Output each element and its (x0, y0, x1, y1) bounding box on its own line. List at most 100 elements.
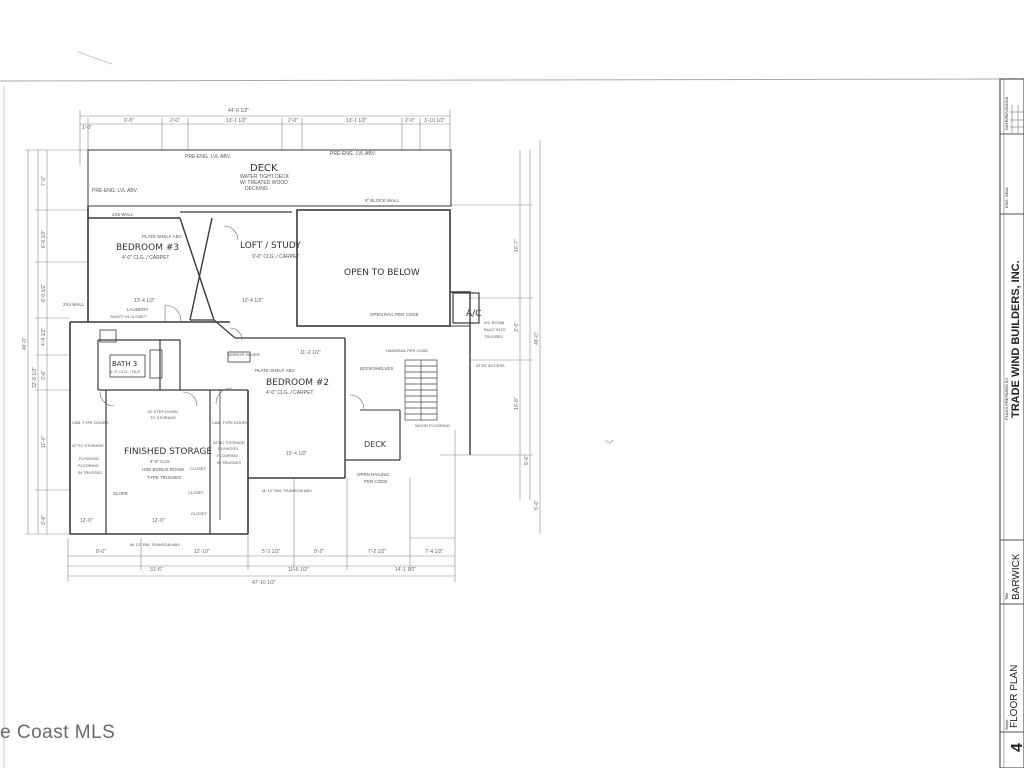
dim-top-2: 6'-5" (124, 118, 134, 124)
attic-right-2: PLYWOOD (218, 446, 238, 451)
attic-left-1: ATTIC STORAGE (72, 443, 104, 448)
dim-interior-2: 12'-4 1/2" (242, 298, 263, 304)
attic-right-3: FLOORING (217, 453, 238, 458)
dim-bottom-6: 7'-4 1/2" (425, 549, 444, 555)
laundry-label: LAUNDRY (127, 307, 148, 312)
mls-watermark: e Coast MLS (0, 722, 116, 743)
shoot-closet-label: SHOOT IN CLOSET (110, 314, 147, 319)
room-labels: DECK WATER TIGHT DECK W/ TREATED WOOD DE… (63, 151, 506, 547)
bookshelves-note: BOOKSHELVES (360, 366, 393, 371)
dim-bottom-row2-3: 14'-1 1/2" (395, 567, 416, 573)
slope-note: SLOPE (113, 491, 128, 496)
deck-label: DECK (250, 163, 278, 174)
step-down-note-2: TO STORAGE (150, 415, 176, 420)
mirror-slider-note: MIRROR SLIDER (228, 352, 260, 357)
attic-access-note: ATTIC ACCESS (476, 363, 505, 368)
wall-2x4-note: 2X4 WALL (63, 302, 85, 307)
attic-right-4: IN TRUSSES (217, 460, 241, 465)
dim-left-2: 6'-0 1/2" (41, 229, 47, 248)
ac-note-1: A/C ROOM (484, 320, 504, 325)
transom-right-note: M/ 12" EBL TRANSOM ABV. (262, 488, 313, 493)
dim-right-1: 10'-7" (514, 239, 520, 252)
deck-small-label: DECK (364, 440, 387, 449)
plans-prepared-by-label: PLANS PREPARED BY (1004, 377, 1009, 420)
dim-bottom-row2-1: 31'-6" (150, 567, 163, 573)
company-name: TRADE WIND BUILDERS, INC. (1010, 260, 1022, 418)
attic-left-2: PLYWOOD (79, 456, 99, 461)
dim-interior-3: 11'-2 1/2" (300, 350, 321, 356)
per-code-note: PER CODE (364, 479, 388, 484)
closet-label-3: CLOSET (191, 511, 208, 516)
bedroom-2-ceiling: 4'-0" CLG. / CARPET (266, 390, 313, 396)
finished-storage-ceiling: 4'-0" CLG. (150, 459, 171, 464)
dim-left-6: 11'-0" (41, 435, 47, 448)
dim-left-4: 4'-4 1/2" (41, 327, 47, 346)
dim-bottom-5: 7'-2 1/2" (368, 549, 387, 555)
walls (69, 149, 480, 535)
attic-right-1: ATTIC STORAGE (213, 440, 245, 445)
title-block: DATE/REVISIONS ENG. SEAL PLANS PREPARED … (999, 78, 1024, 768)
handrail-note: HANDRAIL PER CODE (386, 348, 428, 353)
deck-note-1: WATER TIGHT DECK (240, 174, 290, 180)
plate-shelf-2-note: PLATE SHELF ABV. (255, 368, 296, 373)
staircase (404, 359, 438, 421)
plate-shelf-note: PLATE SHELF ABV. (142, 234, 183, 239)
attic-left-3: FLOORING (78, 463, 99, 468)
dim-left-overall-1: 46'-0" (22, 337, 28, 350)
open-rail-note: OPEN RAIL PER CODE (370, 312, 419, 317)
step-down-note: 1/2 STEP DOWN (147, 409, 178, 414)
title-label: Title (1004, 592, 1009, 600)
loft-ceiling: 9'-0" CLG. / CARPET (252, 254, 299, 260)
finished-storage-note-1: USE BONUS ROOM (142, 467, 184, 472)
wood-flooring-note: WOOD FLOORING (415, 423, 450, 428)
dim-bottom-2: 12'-10" (194, 549, 210, 555)
sheet-label: Sheet (1004, 719, 1009, 730)
cab-doors-left: CAB. TYPE DOORS (72, 420, 109, 425)
closet-label-1: CLOSET (190, 466, 207, 471)
dim-overall-top: 44'-0 1/2" (228, 108, 249, 114)
ac-note-3: TRUSSES (484, 334, 503, 339)
bedroom-3-ceiling: 4'-0" CLG. / CARPET (122, 255, 169, 261)
dim-interior-1: 13'-4 1/2" (134, 298, 155, 304)
dim-bottom-overall: 47'-10 1/2" (252, 580, 276, 586)
bedroom-3-label: BEDROOM #3 (116, 243, 179, 253)
dim-top-6: 13'-1 1/2" (346, 118, 367, 124)
dim-right-2: 3'-5" (514, 322, 520, 332)
deck-note-2: W/ TREATED WOOD (240, 180, 288, 186)
eng-seal-label: ENG. SEAL (1004, 186, 1009, 208)
dim-right-overall: 46'-0" (534, 332, 540, 345)
open-railing-note: OPEN RAILING (357, 472, 390, 477)
dim-right-5: 5'-6" (534, 500, 540, 510)
open-to-below-label: OPEN TO BELOW (344, 268, 420, 278)
block-wall-note: 8" BLOCK WALL (365, 198, 399, 203)
dim-interior-6: 12'-0" (152, 518, 165, 524)
dim-left-1: 7'-0" (41, 176, 47, 186)
dim-interior-5: 12'-0" (80, 518, 93, 524)
dim-bottom-3: 5'-3 1/2" (262, 549, 281, 555)
attic-left-4: IN TRUSSES (78, 470, 102, 475)
dim-top-8: 3'-10 1/2" (424, 118, 445, 124)
loft-study-label: LOFT / STUDY (240, 241, 301, 251)
dim-top-1: 1'-0" (82, 125, 92, 131)
closet-label-2: CLOSET (188, 490, 205, 495)
pre-eng-top-1: PRE-ENG. LVL ABV. (185, 154, 231, 160)
dim-left-7: 3'-8" (41, 515, 47, 525)
dim-right-3: 10'-8" (514, 397, 520, 410)
dimension-labels: 44'-0 1/2" 1'-0" 6'-5" 2'-0" 13'-1 1/2" … (22, 108, 540, 586)
dim-left-overall-2: 32'-8 1/2" (32, 367, 38, 388)
wall-2x6-note: 2X6 WALL (112, 212, 134, 217)
dim-top-3: 2'-0" (170, 118, 180, 124)
dim-top-5: 2'-0" (288, 118, 298, 124)
transom-left-note: M/ 12" EBL TRANSOM ABV. (130, 542, 181, 547)
finished-storage-label: FINISHED STORAGE (124, 447, 212, 457)
deck-note-3: DECKING (245, 186, 268, 192)
pre-eng-left: PRE-ENG. LVL ABV. (92, 188, 138, 194)
bedroom-2-label: BEDROOM #2 (266, 378, 329, 388)
dim-bottom-4: 8'-2" (314, 549, 324, 555)
sheet-title: FLOOR PLAN (1009, 665, 1020, 728)
dim-interior-4: 10'-4 1/2" (286, 451, 307, 457)
dim-bottom-row2-2: 11'-5 1/2" (288, 567, 309, 573)
ac-label: A/C (466, 309, 481, 319)
dim-top-4: 13'-1 1/2" (226, 118, 247, 124)
